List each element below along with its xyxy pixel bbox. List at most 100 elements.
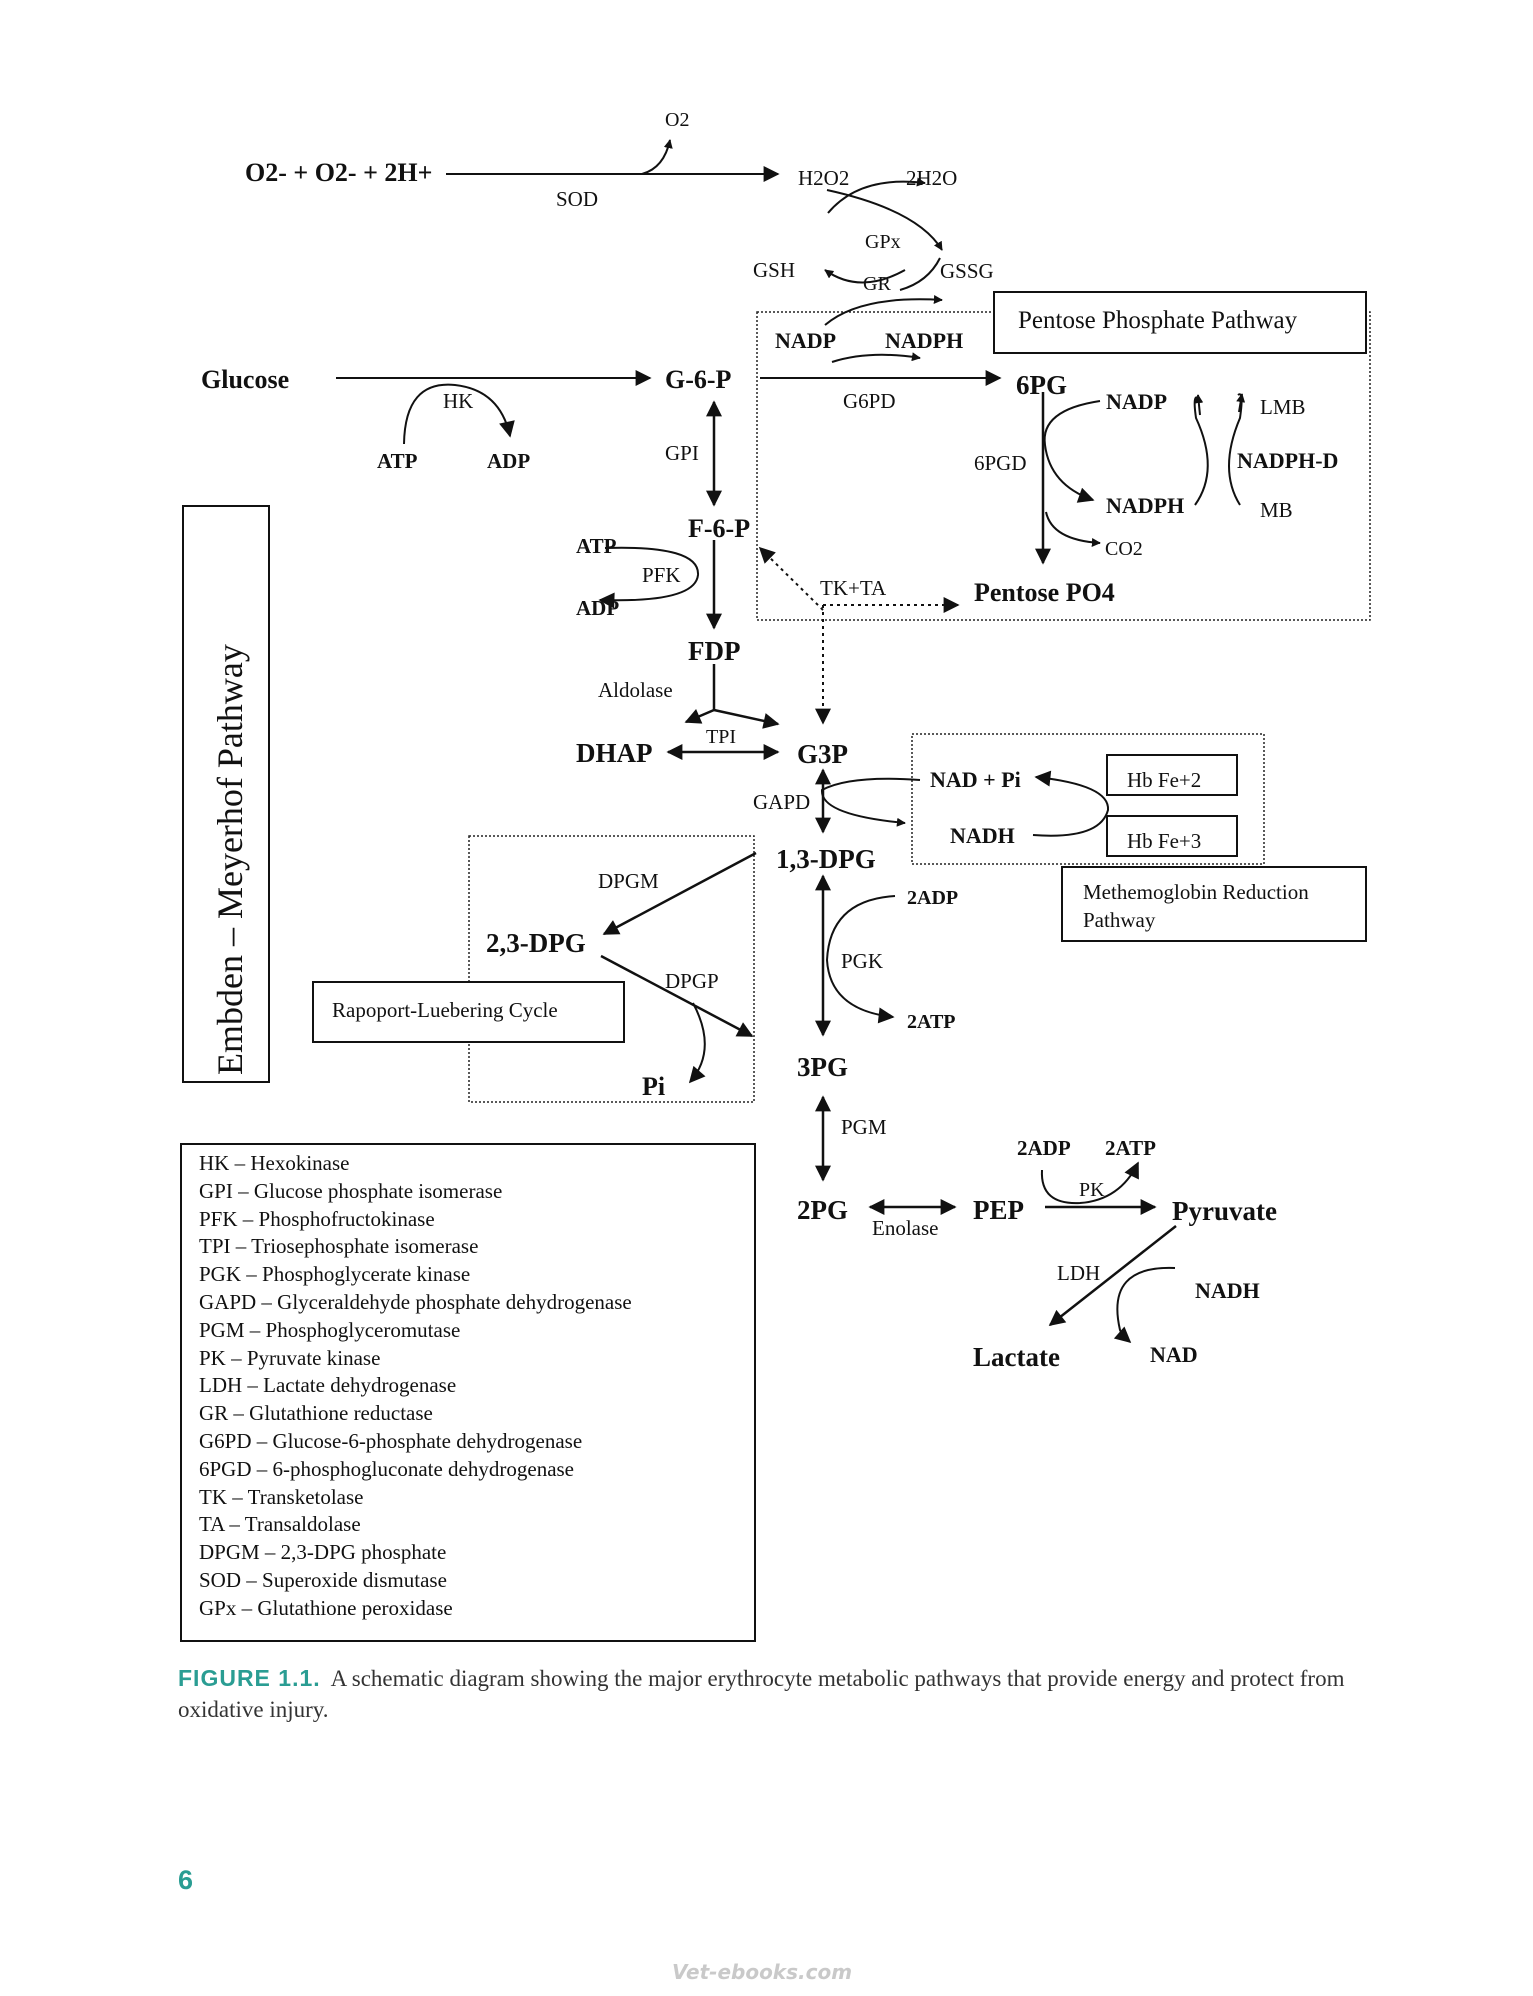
legend-item: HK – Hexokinase: [199, 1151, 350, 1175]
legend-item: GAPD – Glyceraldehyde phosphate dehydrog…: [199, 1289, 632, 1314]
legend-item: LDH – Lactate dehydrogenase: [199, 1373, 457, 1398]
lmb-up-arrow: [1236, 393, 1246, 413]
23dpg-label: 2,3-DPG: [486, 928, 586, 958]
nad-ldh-label: NAD: [1150, 1342, 1198, 1367]
tpi-label: TPI: [706, 726, 736, 748]
pk-adp-atp-curve: [1040, 1161, 1139, 1205]
legend-box: [180, 1143, 756, 1642]
gssg-label: GSSG: [940, 259, 994, 283]
ldh-label: LDH: [1057, 1261, 1100, 1285]
superoxide-reactant: O2- + O2- + 2H+: [245, 158, 432, 187]
pfk-curve: [598, 546, 700, 609]
nadh-methb-label: NADH: [950, 823, 1015, 848]
2atp-pgk-label: 2ATP: [907, 1011, 956, 1033]
3pg-label: 3PG: [797, 1052, 848, 1082]
legend-item: GPI – Glucose phosphate isomerase: [199, 1178, 503, 1203]
embden-meyerhof-title-box: [182, 505, 270, 1083]
pi-release-curve: [688, 1002, 706, 1084]
tkta-label: TK+TA: [820, 576, 887, 600]
pentose-pathway-title-box: [993, 291, 1367, 354]
ldh-nadh-curve: [1113, 1266, 1176, 1344]
aldolase-to-g3p: [713, 708, 780, 729]
hb-fe2-label: Hb Fe+2: [1127, 768, 1201, 792]
mb-label: MB: [1260, 498, 1293, 522]
hb-fe3-box: [1106, 815, 1238, 857]
nad-pi-label: NAD + Pi: [930, 767, 1021, 792]
hb-fe2-box: [1106, 754, 1238, 796]
gapd-label: GAPD: [753, 790, 810, 814]
sod-label: SOD: [556, 187, 598, 211]
gsh-label: GSH: [753, 258, 795, 282]
aldolase-to-dhap: [684, 708, 715, 724]
hk-atp-adp-curve: [403, 383, 515, 445]
legend-item: TK – Transketolase: [199, 1484, 364, 1509]
pfk-label: PFK: [642, 563, 681, 587]
co2-release-curve: [1045, 511, 1101, 547]
nadph-arrow-curve: [831, 352, 921, 363]
legend-item: PFK – Phosphofructokinase: [199, 1206, 435, 1231]
pep-label: PEP: [973, 1195, 1024, 1225]
methb-title-line2: Pathway: [1083, 908, 1156, 932]
nadph-d-label: NADPH-D: [1237, 448, 1338, 473]
gr-cycle-bottom: [824, 295, 943, 326]
nadh-ldh-label: NADH: [1195, 1278, 1260, 1303]
pentose-title: Pentose Phosphate Pathway: [1018, 307, 1298, 334]
nadp-label: NADP: [775, 328, 836, 353]
2atp-pk-label: 2ATP: [1105, 1136, 1156, 1160]
lmb-label: LMB: [1260, 395, 1306, 419]
f6p-label: F-6-P: [688, 514, 750, 543]
hk-label: HK: [443, 389, 473, 413]
dpgm-arrow: [602, 851, 757, 936]
6pgd-nadp-curve: [1043, 400, 1101, 503]
gssg-link: [899, 257, 941, 291]
gpx-cycle-top: [827, 177, 926, 214]
embden-meyerhof-title: Embden – Meyerhof Pathway: [210, 644, 250, 1075]
pgk-label: PGK: [841, 949, 883, 973]
atp-pfk-label: ATP: [576, 534, 617, 558]
pgk-adp-atp-curve: [825, 895, 896, 1024]
legend-item: PK – Pyruvate kinase: [199, 1345, 381, 1370]
rapoport-region: [468, 835, 755, 1103]
legend-item: G6PD – Glucose-6-phosphate dehydrogenase: [199, 1428, 583, 1453]
nadph-label: NADPH: [885, 328, 963, 353]
lactate-label: Lactate: [973, 1342, 1060, 1372]
ldh-arrow: [1048, 1225, 1177, 1326]
gr-label: GR: [863, 273, 891, 295]
legend-item: PGM – Phosphoglyceromutase: [199, 1317, 461, 1342]
dhap-label: DHAP: [576, 738, 653, 768]
co2-label: CO2: [1105, 538, 1143, 560]
2pg-label: 2PG: [797, 1195, 848, 1225]
legend-item: SOD – Superoxide dismutase: [199, 1567, 447, 1592]
gpi-label: GPI: [665, 441, 699, 465]
nadph-d-curve: [1193, 396, 1209, 506]
adp-pfk-label: ADP: [576, 596, 619, 620]
pentose-po4-label: Pentose PO4: [974, 578, 1115, 607]
rapoport-title-box: [312, 981, 625, 1043]
figure-label: FIGURE 1.1.: [178, 1665, 321, 1691]
6pgd-label: 6PGD: [974, 451, 1027, 475]
methb-title-line1: Methemoglobin Reduction: [1083, 880, 1309, 904]
legend-item: PGK – Phosphoglycerate kinase: [199, 1262, 471, 1287]
g6p-label: G-6-P: [665, 365, 732, 394]
page-number: 6: [178, 1865, 194, 1895]
legend-item: GPx – Glutathione peroxidase: [199, 1595, 453, 1620]
pyruvate-label: Pyruvate: [1172, 1196, 1277, 1226]
2adp-pk-label: 2ADP: [1017, 1136, 1071, 1160]
dpgp-label: DPGP: [665, 969, 719, 993]
legend-item: TA – Transaldolase: [199, 1512, 361, 1537]
tkta-dotted: [758, 546, 824, 611]
enolase-label: Enolase: [872, 1216, 938, 1240]
dpgm-label: DPGM: [598, 869, 659, 893]
pentose-pathway-region: [756, 311, 1371, 621]
figure-caption: FIGURE 1.1.A schematic diagram showing t…: [178, 1663, 1358, 1725]
gpx-cycle-right: [826, 189, 943, 251]
o2-release-arrow: [641, 139, 673, 175]
pk-label: PK: [1079, 1179, 1105, 1201]
nadph-ppp-label: NADPH: [1106, 493, 1184, 518]
gr-cycle-left: [824, 269, 906, 284]
legend-item: DPGM – 2,3-DPG phosphate: [199, 1540, 447, 1565]
legend-item: 6PGD – 6-phosphogluconate dehydrogenase: [199, 1456, 575, 1481]
aldolase-label: Aldolase: [598, 678, 673, 702]
